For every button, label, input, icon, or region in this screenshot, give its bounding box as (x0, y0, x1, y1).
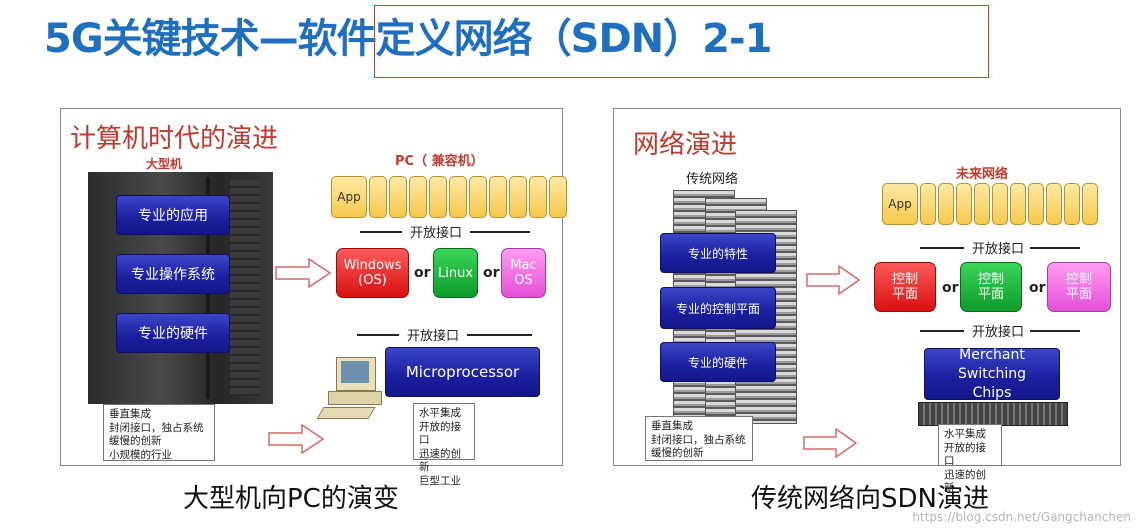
future-network-label: 未来网络 (956, 167, 1009, 182)
merchant-switching-chips-box: Merchant Switching Chips (924, 347, 1060, 401)
note-line: 迅速的创新 (419, 447, 461, 474)
note-line: 巨型工业 (419, 474, 461, 487)
note-line: 缓慢的创新 (109, 435, 162, 447)
control-plane-red-box: 控制平面 (874, 262, 936, 312)
or-text: or (414, 265, 431, 281)
stack-os-box: 专业操作系统 (116, 254, 230, 294)
app-cell (389, 176, 407, 218)
or-text: or (1029, 280, 1046, 296)
note-horizontal-right: 水平集成 开放的接口 迅速的创新 (938, 424, 1002, 494)
app-cell (920, 183, 936, 225)
app-cell (1028, 183, 1044, 225)
note-horizontal-left: 水平集成 开放的接口 迅速的创新 巨型工业 (413, 403, 475, 487)
note-line: 开放的接口 (944, 441, 986, 468)
note-line: 小规模的行业 (109, 448, 172, 461)
watermark-url: https://blog.csdn.net/Gangchanchen (912, 510, 1131, 524)
interface-label: 开放接口 (972, 325, 1025, 340)
caption-left: 大型机向PC的演变 (183, 484, 399, 514)
or-text: or (942, 280, 959, 296)
interface-divider-left-1: 开放接口 (360, 222, 530, 241)
control-plane-pink-box: 控制平面 (1047, 262, 1111, 312)
note-line: 开放的接口 (419, 420, 461, 447)
interface-label: 开放接口 (407, 329, 460, 344)
app-cell (409, 176, 427, 218)
app-cell (1082, 183, 1098, 225)
panel-title-left: 计算机时代的演进 (70, 124, 279, 154)
app-cell (449, 176, 467, 218)
interface-divider-left-2: 开放接口 (357, 325, 532, 344)
os-mac-box: Mac OS (501, 248, 546, 298)
app-cell (956, 183, 972, 225)
interface-divider-right-2: 开放接口 (920, 321, 1080, 340)
pc-label: PC（ 兼容机） (395, 154, 484, 169)
panel-title-right: 网络演进 (633, 130, 738, 160)
note-line: 水平集成 (419, 407, 461, 419)
app-cell (974, 183, 990, 225)
app-cell (509, 176, 527, 218)
stack-hardware-box: 专业的硬件 (116, 313, 230, 353)
arrow-right-icon (268, 424, 324, 454)
app-cell (1064, 183, 1080, 225)
app-cell (369, 176, 387, 218)
app-cell: App (882, 183, 918, 225)
arrow-right-icon (803, 428, 857, 458)
interface-label: 开放接口 (410, 226, 463, 241)
app-cell (1046, 183, 1062, 225)
arrow-right-icon (806, 265, 860, 295)
stack-app-box: 专业的应用 (116, 195, 230, 235)
os-windows-box: Windows (OS) (336, 248, 409, 298)
app-cell (938, 183, 954, 225)
note-line: 封闭接口，独占系统 (651, 433, 746, 446)
caption-right: 传统网络向SDN演进 (751, 484, 989, 514)
title-highlight-frame (374, 5, 989, 78)
arrow-right-icon (275, 258, 331, 288)
app-cell (549, 176, 567, 218)
note-vertical-left: 垂直集成 封闭接口，独占系统 缓慢的创新 小规模的行业 (103, 404, 215, 461)
stack-hardware-box: 专业的硬件 (660, 342, 776, 382)
note-line: 缓慢的创新 (651, 447, 704, 459)
app-cell (429, 176, 447, 218)
note-vertical-right: 垂直集成 封闭接口，独占系统 缓慢的创新 (645, 416, 753, 461)
note-line: 水平集成 (944, 428, 986, 440)
app-cell (529, 176, 547, 218)
or-text: or (483, 265, 500, 281)
traditional-network-label: 传统网络 (686, 172, 739, 187)
microprocessor-box: Microprocessor (385, 347, 540, 397)
interface-divider-right-1: 开放接口 (920, 238, 1080, 257)
app-cell (1010, 183, 1026, 225)
app-row-right: App (882, 183, 1098, 225)
app-cell (992, 183, 1008, 225)
network-switch-image (918, 402, 1068, 426)
note-line: 封闭接口，独占系统 (109, 421, 204, 434)
control-plane-green-box: 控制平面 (960, 262, 1022, 312)
note-line: 迅速的创新 (944, 468, 986, 495)
mainframe-label: 大型机 (146, 157, 183, 171)
pc-computer-icon (316, 355, 388, 423)
stack-features-box: 专业的特性 (660, 233, 776, 273)
os-linux-box: Linux (433, 248, 478, 298)
app-cell (469, 176, 487, 218)
note-line: 垂直集成 (109, 408, 151, 420)
app-cell: App (331, 176, 367, 218)
app-cell (489, 176, 507, 218)
note-line: 垂直集成 (651, 420, 693, 432)
interface-label: 开放接口 (972, 242, 1025, 257)
stack-control-plane-box: 专业的控制平面 (660, 287, 776, 329)
page-title: 5G关键技术—软件定义网络（SDN）2-1 (44, 16, 772, 62)
app-row-left: App (331, 176, 567, 218)
